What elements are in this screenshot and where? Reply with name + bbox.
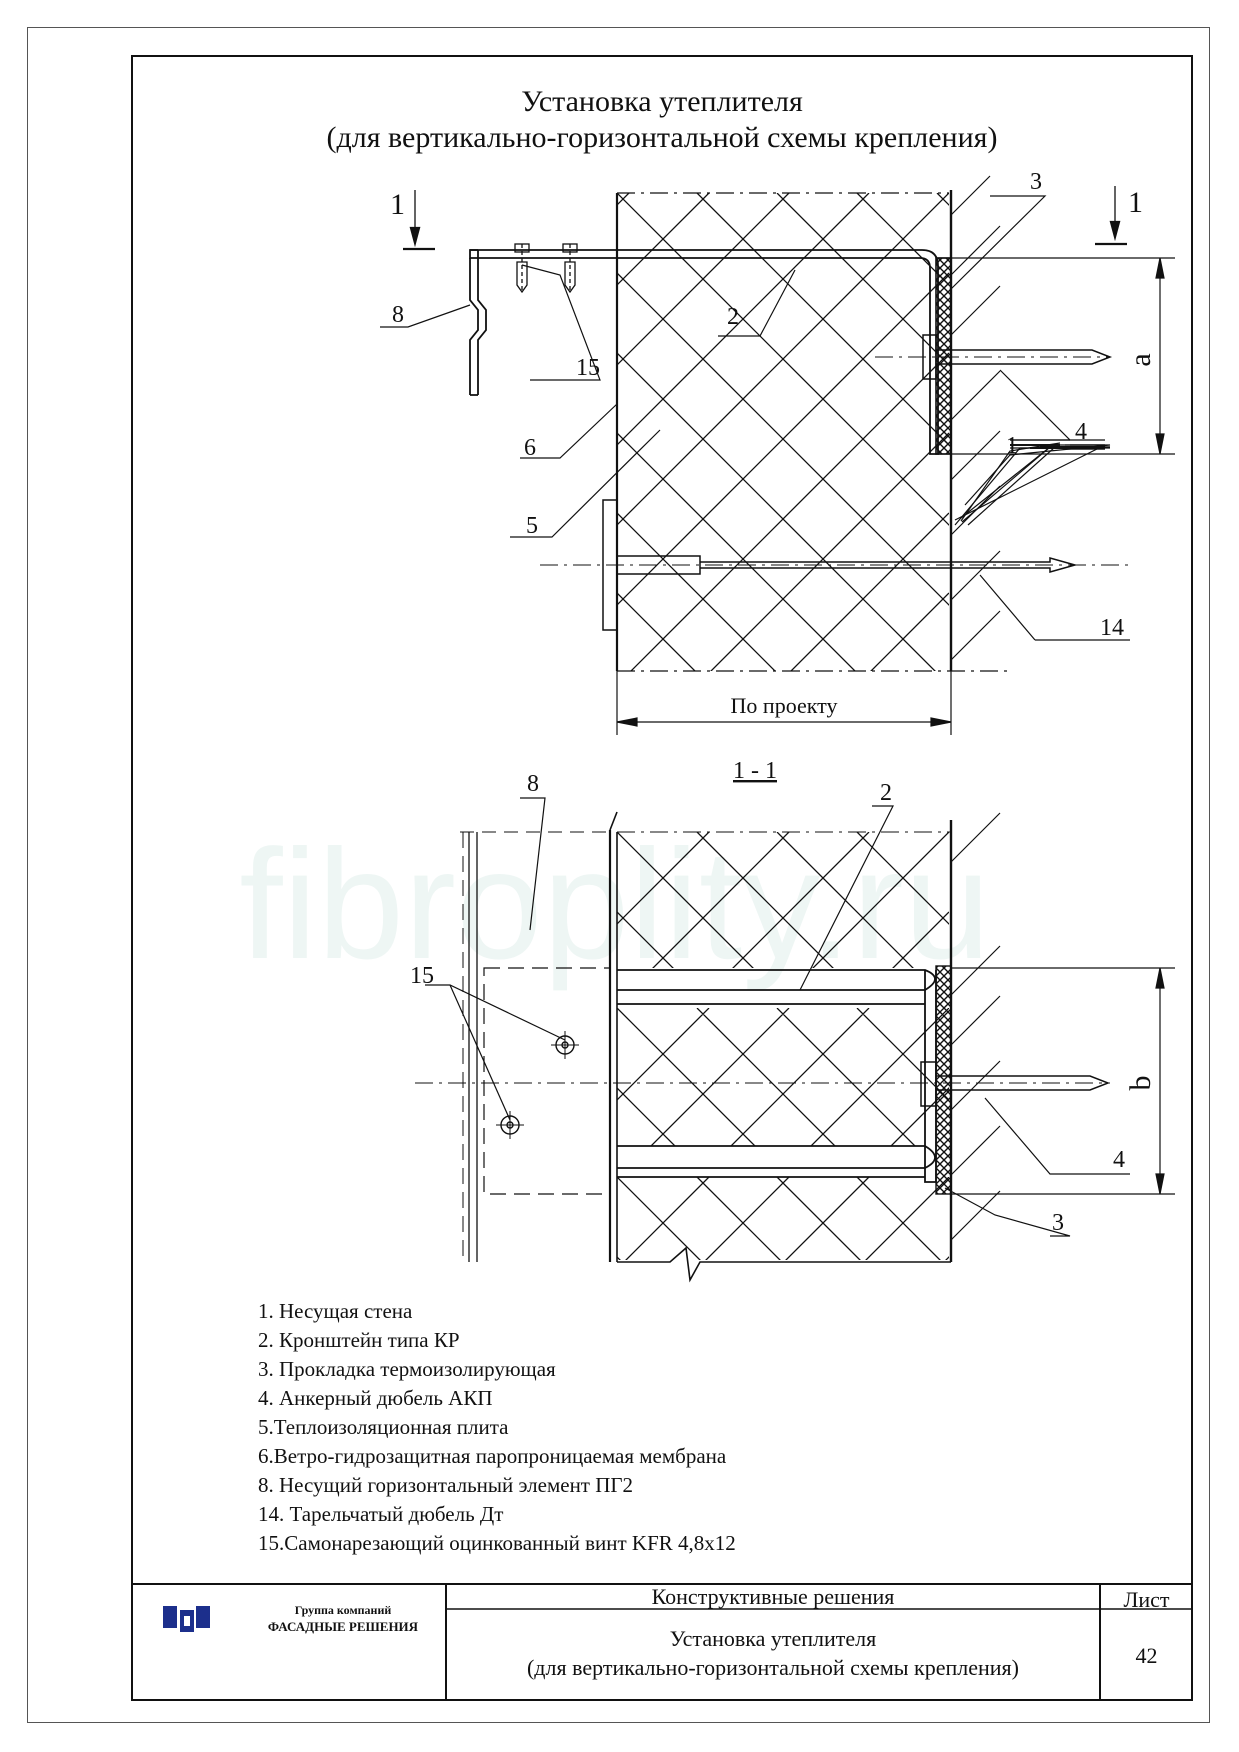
legend-item: 1. Несущая стена [258,1299,413,1323]
section-label: 1 - 1 [733,758,777,784]
callout-4-top: 4 [1075,419,1087,445]
legend-item: 3. Прокладка термоизолирующая [258,1357,556,1381]
callout-14-top: 14 [1100,615,1124,641]
callout-3-top: 3 [1030,169,1042,195]
section-view [415,797,1175,1283]
callout-8-top: 8 [392,302,404,328]
legend-item: 2. Кронштейн типа КР [258,1328,460,1352]
stamp-sheet-number: 42 [1135,1643,1158,1668]
section-view-labels: 8 2 15 4 3 b [410,771,1157,1236]
section-hatch-middle [617,1008,949,1146]
legend: 1. Несущая стена 2. Кронштейн типа КР 3.… [258,1297,736,1558]
drawing-frame [131,55,1193,1701]
anchor-dowel-4 [875,334,1113,380]
callout-8-section: 8 [527,771,539,797]
stamp-title-line-2: (для вертикально-горизонтальной схемы кр… [526,1655,1019,1680]
dimension-a [938,257,1175,455]
anchor-dowel-section [415,1061,1111,1107]
top-view [380,175,1175,735]
dimension-b-label: b [1124,1076,1157,1091]
callout-15-section: 15 [410,963,434,989]
callout-2-section: 2 [880,780,892,806]
title-line-1: Установка утеплителя [521,85,803,118]
profile-pg2 [469,249,487,396]
legend-item: 8. Несущий горизонтальный элемент ПГ2 [258,1473,634,1497]
company-logo [163,1606,210,1632]
top-view-labels: 1 1 8 15 2 6 5 3 4 1 14 По проекту a [390,169,1157,718]
screw-15-top [514,243,578,294]
stamp-sheet-label: Лист [1123,1587,1170,1612]
dimension-width-label: По проекту [731,693,838,718]
section-hatch-lower [617,1177,949,1260]
legend-item: 6.Ветро-гидрозащитная паропроницаемая ме… [258,1444,727,1468]
dimension-width [616,671,952,735]
leader-lines [380,195,1130,641]
callout-5-top: 5 [526,513,538,539]
company-block: Группа компаний ФАСАДНЫЕ РЕШЕНИЯ [148,1601,438,1645]
legend-item: 14. Тарельчатый дюбель Дт [258,1502,504,1526]
screws-15-section [496,1031,579,1139]
section-marks [403,186,1127,251]
section-mark-right: 1 [1128,186,1143,219]
callout-15-top: 15 [576,355,600,381]
dimension-a-label: a [1124,353,1157,366]
stamp-section: Конструктивные решения [651,1584,895,1609]
company-line-2: ФАСАДНЫЕ РЕШЕНИЯ [267,1619,419,1634]
callout-6-top: 6 [524,435,536,461]
company-line-1: Группа компаний [294,1603,392,1617]
callout-1-top: 1 [1006,433,1018,459]
legend-item: 15.Самонарезающий оцинкованный винт KFR … [258,1531,736,1555]
callout-4-section: 4 [1113,1147,1125,1173]
callout-2-top: 2 [727,304,739,330]
stamp-title-line-1: Установка утеплителя [669,1626,877,1651]
callout-3-section: 3 [1052,1210,1064,1236]
bracket-kr-section [617,969,937,1183]
plate-dowel-14 [540,499,1130,631]
thermal-pad-section [935,965,952,1195]
outer-frame [27,27,1210,1723]
section-hatch-upper [617,832,949,968]
section-mark-left: 1 [390,188,405,221]
legend-item: 5.Теплоизоляционная плита [258,1415,509,1439]
stamp-table [131,1583,1193,1701]
legend-item: 4. Анкерный дюбель АКП [258,1386,493,1410]
watermark-text: fibroplity.ru [239,818,990,992]
dimension-b [951,967,1175,1195]
title-line-2: (для вертикально-горизонтальной схемы кр… [326,121,998,154]
